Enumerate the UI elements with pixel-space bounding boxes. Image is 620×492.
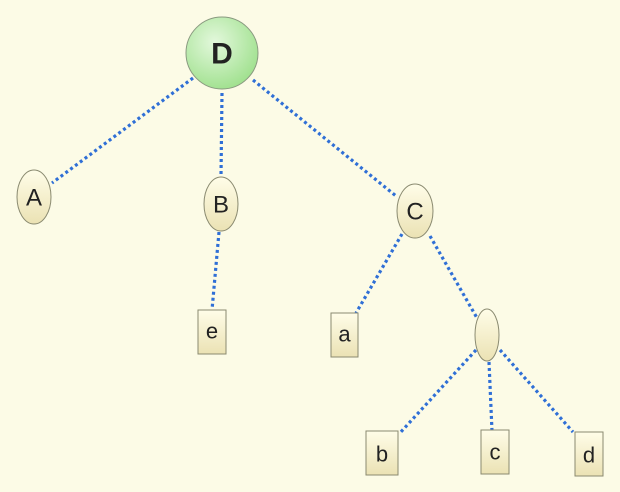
edge-unlabeled-c — [487, 361, 494, 432]
leaf-c-label: c — [490, 440, 501, 465]
leaf-a: a — [330, 312, 359, 358]
leaf-d-label: d — [583, 443, 595, 468]
edge-B-e — [210, 231, 221, 311]
leaf-e-label: e — [206, 319, 218, 344]
node-C-label: C — [406, 199, 423, 226]
node-unlabeled — [474, 308, 500, 362]
edge-D-C — [251, 78, 398, 198]
node-A: A — [16, 169, 52, 225]
leaf-a-label: a — [338, 322, 351, 347]
edge-D-A — [51, 76, 194, 185]
leaf-d: d — [574, 431, 604, 477]
node-B: B — [203, 176, 239, 232]
node-root-label: D — [211, 38, 233, 71]
node-C: C — [396, 183, 434, 239]
edge-C-a — [354, 233, 404, 314]
edge-unlabeled-d — [498, 348, 575, 434]
node-B-label: B — [213, 192, 229, 219]
leaf-b-label: b — [376, 442, 388, 467]
leaf-e: e — [197, 309, 227, 355]
edge-D-B — [219, 92, 224, 177]
node-root: D — [185, 16, 259, 90]
edge-unlabeled-b — [397, 348, 478, 436]
node-A-label: A — [26, 185, 42, 212]
leaf-c: c — [480, 429, 510, 475]
edge-C-unlabeled — [428, 235, 479, 319]
leaf-b: b — [365, 430, 399, 476]
edges — [51, 76, 575, 436]
